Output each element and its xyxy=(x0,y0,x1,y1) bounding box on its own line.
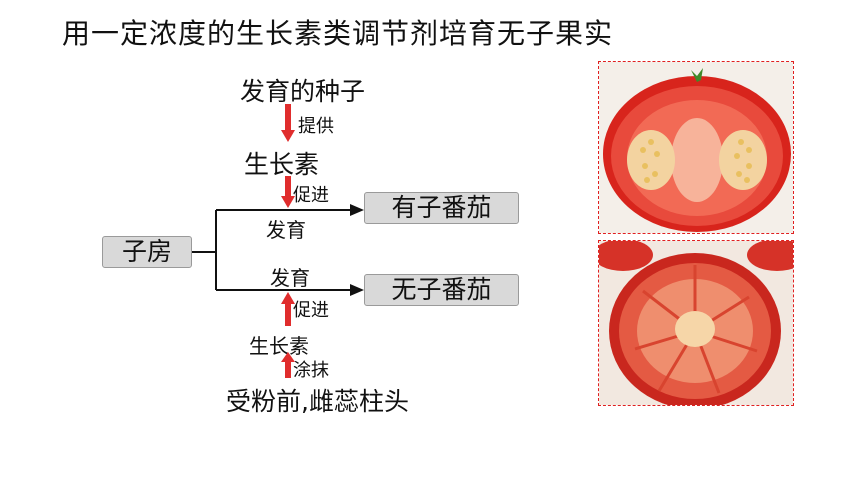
seedless-tomato-photo xyxy=(598,240,794,406)
arrow-up-promote xyxy=(281,292,295,326)
branch-top-label: 发育 xyxy=(266,218,306,242)
verb-promote-top: 促进 xyxy=(293,185,329,206)
arrow-up-apply xyxy=(281,352,295,378)
auxin-label-top: 生长素 xyxy=(244,150,320,179)
seedless-tomato-box: 无子番茄 xyxy=(364,274,519,306)
page-title: 用一定浓度的生长素类调节剂培育无子果实 xyxy=(62,17,614,50)
branch-bottom-label: 发育 xyxy=(270,266,310,290)
ovary-box: 子房 xyxy=(102,236,192,268)
seed-label: 发育的种子 xyxy=(240,77,366,106)
arrow-down-promote xyxy=(281,176,295,208)
verb-provide: 提供 xyxy=(298,116,334,137)
verb-promote-bottom: 促进 xyxy=(293,300,329,321)
source-label: 受粉前,雌蕊柱头 xyxy=(226,387,409,416)
auxin-label-bottom: 生长素 xyxy=(249,334,309,358)
arrow-down-provide xyxy=(281,104,295,142)
seeded-tomato-photo xyxy=(598,61,794,234)
seeded-tomato-box: 有子番茄 xyxy=(364,192,519,224)
verb-apply: 涂抹 xyxy=(293,360,329,381)
branch-connector xyxy=(192,204,364,296)
